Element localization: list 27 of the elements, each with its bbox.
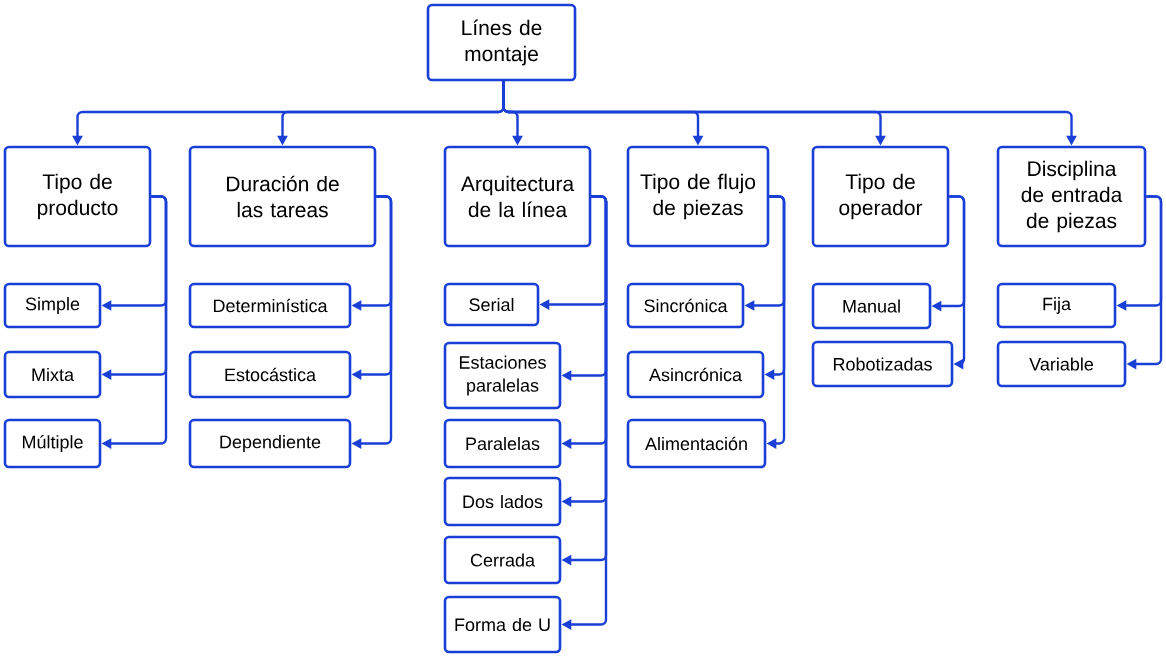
category-box: Disciplina de entrada de piezas <box>996 145 1147 248</box>
item-box: Múltiple <box>3 418 102 469</box>
item-box: Manual <box>811 282 932 330</box>
item-box: Dos lados <box>443 476 562 527</box>
category-box: Arquitectura de la línea <box>443 145 592 248</box>
item-box: Dependiente <box>188 418 352 469</box>
item-box: Sincrónica <box>626 282 745 329</box>
category-box: Tipo de operador <box>811 145 950 248</box>
item-box: Paralelas <box>443 418 562 469</box>
item-box: Variable <box>996 340 1127 388</box>
item-box: Determinística <box>188 282 352 329</box>
item-box: Cerrada <box>443 535 562 585</box>
category-box: Tipo de flujo de piezas <box>626 145 770 248</box>
category-box: Tipo de producto <box>3 145 152 248</box>
arrow <box>949 195 966 370</box>
item-box: Alimentación <box>626 418 767 469</box>
item-box: Serial <box>443 282 540 327</box>
item-box: Mixta <box>3 350 102 399</box>
item-box: Forma de U <box>443 595 562 654</box>
category-box: Duración de las tareas <box>188 145 377 248</box>
item-box: Estocástica <box>188 350 352 399</box>
item-box: Robotizadas <box>811 340 954 388</box>
item-box: Simple <box>3 282 102 329</box>
item-box: Asincrónica <box>626 350 765 399</box>
item-box: Estaciones paralelas <box>443 341 562 410</box>
root-box: Línes de montaje <box>426 3 577 82</box>
item-box: Fija <box>996 282 1117 329</box>
